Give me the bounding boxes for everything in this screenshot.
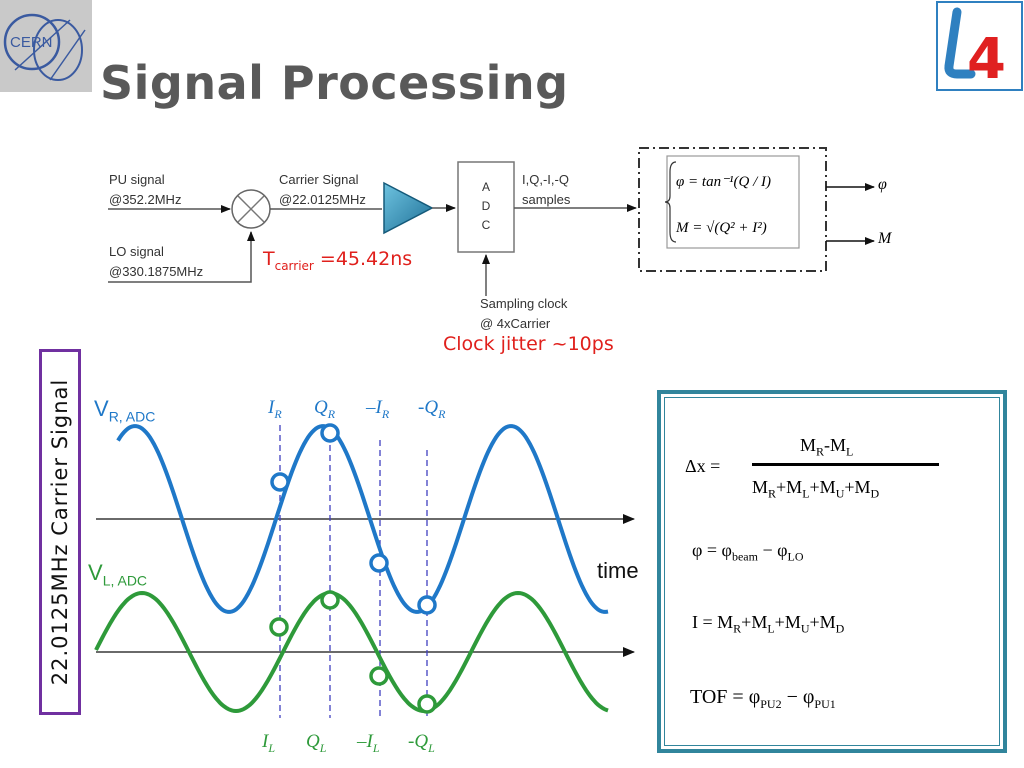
dx-fraction-bar [752, 463, 939, 466]
processing-block [638, 147, 827, 272]
vl-sample-neg-i [369, 666, 389, 686]
bottom-label-neg-i: –IL [357, 731, 380, 755]
tof-formula: TOF = φPU2 − φPU1 [690, 686, 836, 711]
vl-waveform [94, 590, 609, 714]
amplifier-icon [383, 181, 434, 235]
lo-signal-label: LO signal@330.1875MHz [109, 244, 204, 279]
dx-numerator: MR-ML [800, 435, 854, 459]
vr-sample-neg-q [417, 595, 437, 615]
linac4-logo-icon: 4 [936, 1, 1023, 92]
t-carrier-label: Tcarrier =45.42ns [263, 248, 413, 273]
pu-signal-label: PU signal@352.2MHz [109, 172, 182, 207]
time-label: time [597, 558, 639, 583]
m-output-label: M [878, 230, 892, 247]
page-title: Signal Processing [100, 56, 569, 110]
phi-formula: φ = φbeam − φLO [692, 540, 804, 564]
vl-sample-neg-q [417, 694, 437, 714]
adc-label: A D C [481, 180, 491, 232]
equation-brace [664, 161, 677, 243]
vr-sample-points [270, 423, 437, 615]
dx-denominator: MR+ML+MU+MD [752, 477, 880, 501]
clock-jitter-label: Clock jitter ~10ps [443, 333, 614, 355]
vr-label: VR, ADC [94, 396, 156, 425]
bottom-label-neg-q: -QL [408, 731, 435, 755]
top-label-neg-q: -QR [418, 397, 446, 421]
cern-logo-text: CERN [10, 34, 53, 51]
linac4-logo-text: 4 [967, 27, 1006, 92]
sampling-clock-label: Sampling clock@ 4xCarrier [480, 296, 568, 331]
vr-waveform [116, 424, 609, 614]
dx-lhs: Δx = [685, 456, 721, 476]
equation-box [666, 155, 800, 249]
top-label-neg-i: –IR [366, 397, 390, 421]
vl-sample-q [320, 590, 340, 610]
vl-sample-points [269, 590, 437, 714]
cern-logo-icon: CERN [3, 13, 86, 81]
bottom-label-q: QL [306, 731, 327, 755]
phi-equation: φ = tan⁻¹(Q / I) [676, 174, 771, 190]
bottom-label-i: IL [262, 731, 276, 755]
vr-sample-neg-i [369, 553, 389, 573]
adc-block [457, 161, 515, 253]
vl-sample-i [269, 617, 289, 637]
formula-panel-inner-border [664, 397, 1000, 746]
carrier-signal-label: Carrier Signal@22.0125MHz [279, 172, 366, 207]
formula-panel [657, 390, 1007, 753]
vr-sample-q [320, 423, 340, 443]
top-label-q: QR [314, 397, 336, 421]
vl-label: VL, ADC [88, 560, 148, 589]
phi-output-label: φ [878, 176, 887, 193]
vr-sample-i [270, 472, 290, 492]
mixer-icon [231, 189, 271, 229]
carrier-signal-axis-label: 22.0125MHz Carrier Signal [39, 349, 81, 715]
cern-logo: CERN [0, 0, 92, 92]
m-equation: M = √(Q² + I²) [676, 220, 767, 236]
top-label-i: IR [268, 397, 282, 421]
i-formula: I = MR+ML+MU+MD [692, 612, 845, 636]
linac4-logo: 4 [935, 0, 1024, 92]
lo-signal-arrow [108, 231, 255, 283]
